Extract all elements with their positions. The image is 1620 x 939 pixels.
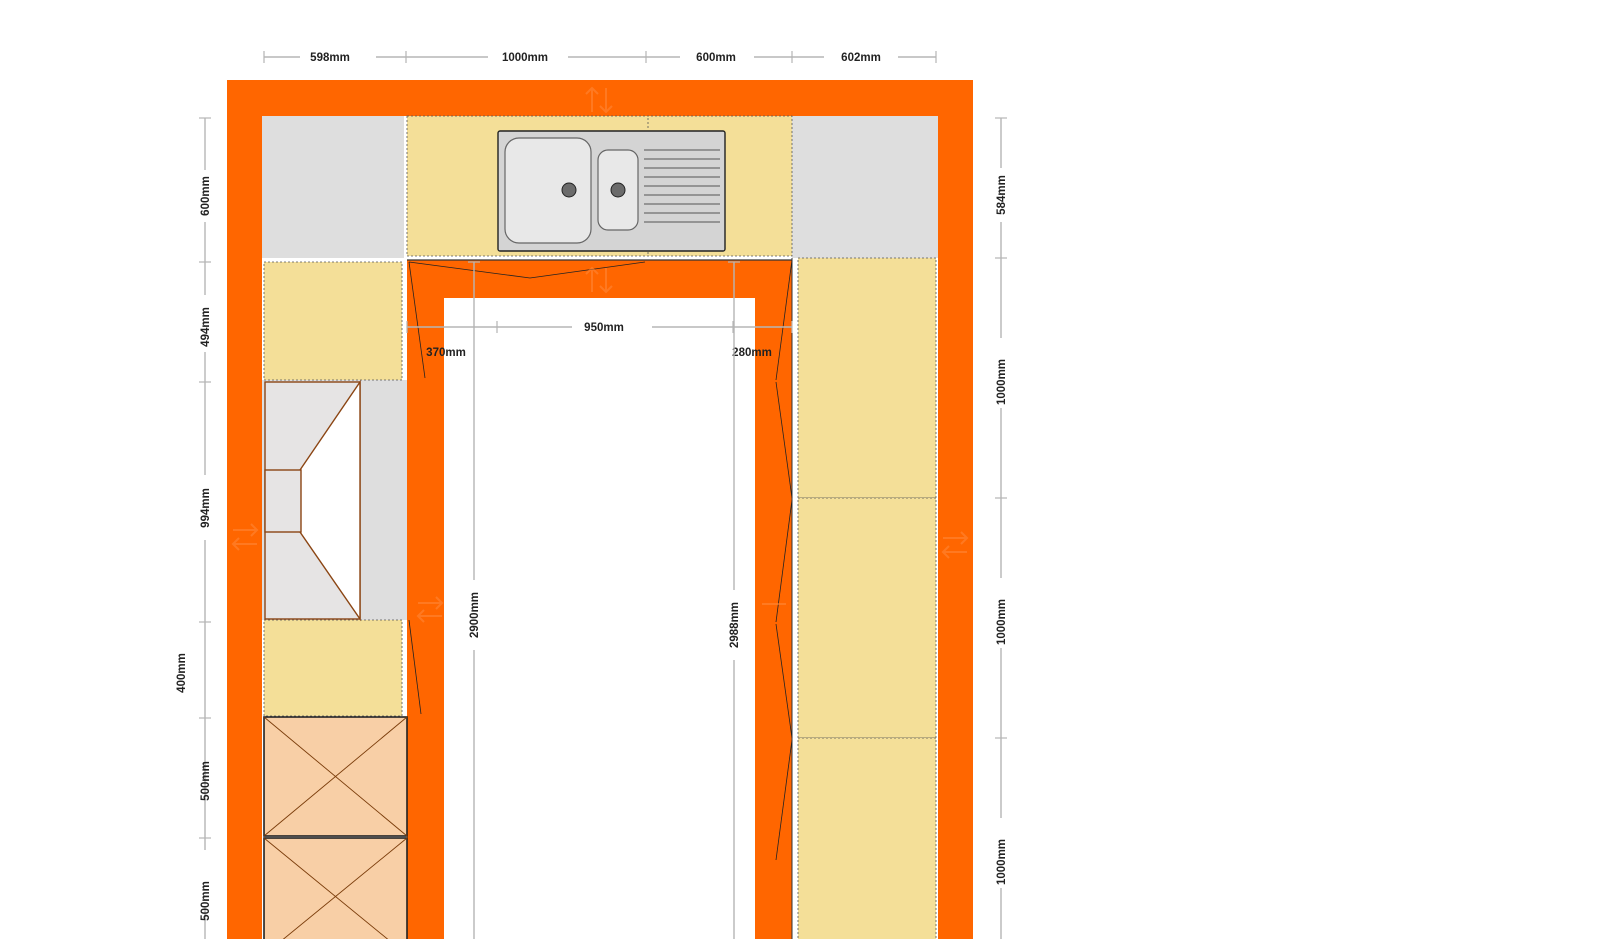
dimension-chain-left: 600mm 494mm 994mm 400mm 500mm 500mm	[176, 117, 212, 939]
base-cabinet-right-1[interactable]	[797, 257, 937, 499]
countertop-top-right	[792, 116, 938, 258]
dimension-label: 994mm	[200, 488, 212, 528]
dimension-label: 950mm	[584, 322, 624, 334]
rotate-arrows-icon	[231, 86, 969, 623]
cooker-hood-icon[interactable]	[264, 379, 361, 622]
dimension-label: 584mm	[996, 175, 1008, 215]
drainer-grooves	[644, 149, 720, 223]
base-cabinet-right-2[interactable]	[797, 497, 937, 739]
dimension-label: 1000mm	[502, 52, 548, 64]
dimension-chain-right: 584mm 1000mm 1000mm 1000mm	[995, 117, 1008, 939]
dimension-inner: 950mm 370mm 280mm 2900mm 2988mm	[406, 261, 793, 939]
dimension-label: 500mm	[200, 761, 212, 801]
dimension-label: 500mm	[200, 881, 212, 921]
base-cabinet-left-2[interactable]	[263, 619, 403, 717]
dimension-label: 602mm	[841, 52, 881, 64]
dimension-label: 2988mm	[729, 602, 741, 648]
dimension-label: 370mm	[426, 347, 466, 359]
double-bowl-sink-with-drainer-icon[interactable]	[497, 130, 726, 252]
dimension-chain-top: 598mm 1000mm 600mm 602mm	[263, 51, 937, 64]
x-marked-appliance-icon[interactable]	[263, 716, 408, 837]
door-swing-icon	[408, 259, 793, 861]
dimension-label: 494mm	[200, 307, 212, 347]
dimension-label: 280mm	[732, 347, 772, 359]
inner-wall	[407, 258, 793, 939]
x-marked-appliance-icon[interactable]	[263, 837, 408, 939]
dimension-label: 2900mm	[469, 592, 481, 638]
base-cabinet-right-3[interactable]	[797, 737, 937, 939]
dimension-label: 1000mm	[996, 359, 1008, 405]
dimension-label: 600mm	[200, 176, 212, 216]
dimension-label: 600mm	[696, 52, 736, 64]
dimension-label: 1000mm	[996, 839, 1008, 885]
inner-floor	[444, 298, 755, 939]
countertop-top-left	[262, 116, 404, 258]
base-cabinet-left-1[interactable]	[263, 261, 403, 381]
dimension-label: 598mm	[310, 52, 350, 64]
dimension-label: 1000mm	[996, 599, 1008, 645]
dimension-label: 400mm	[176, 653, 188, 693]
